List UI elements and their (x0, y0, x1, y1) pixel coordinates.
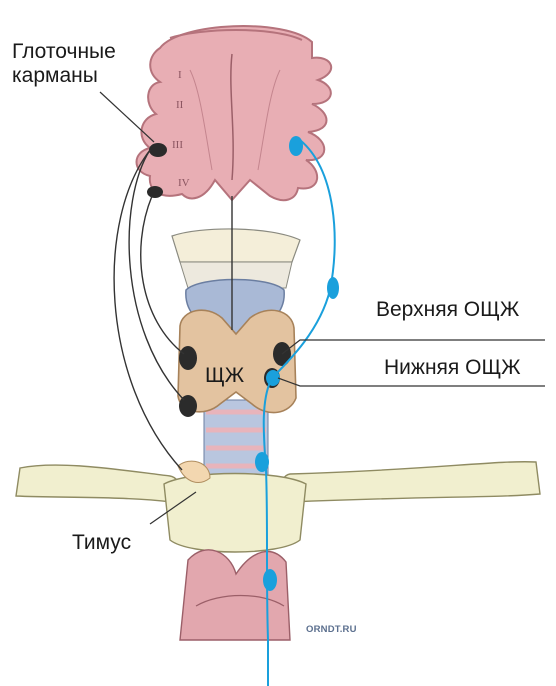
pouch-iv-gland (147, 186, 163, 198)
label-pharyngeal-pouches-line2: карманы (12, 64, 116, 88)
aortic-arch (180, 550, 290, 640)
label-thyroid: ЩЖ (205, 364, 244, 388)
pouch-numeral-3: III (172, 139, 183, 151)
watermark: ORNDT.RU (306, 624, 357, 635)
label-lower-parathyroid: Нижняя ОЩЖ (384, 356, 521, 380)
label-thymus: Тимус (72, 531, 131, 555)
pharynx: I II III IV (137, 26, 332, 200)
pouch-iii-gland (149, 143, 167, 157)
pouch-numeral-4: IV (178, 177, 190, 189)
label-upper-parathyroid: Верхняя ОЩЖ (376, 298, 519, 322)
upper-parathyroid-left (179, 346, 197, 370)
pouch-numeral-1: I (178, 69, 182, 81)
label-pharyngeal-pouches-line1: Глоточные (12, 40, 116, 64)
pouch-numeral-2: II (176, 99, 184, 111)
label-pharyngeal-pouches: Глоточные карманы (12, 40, 116, 88)
